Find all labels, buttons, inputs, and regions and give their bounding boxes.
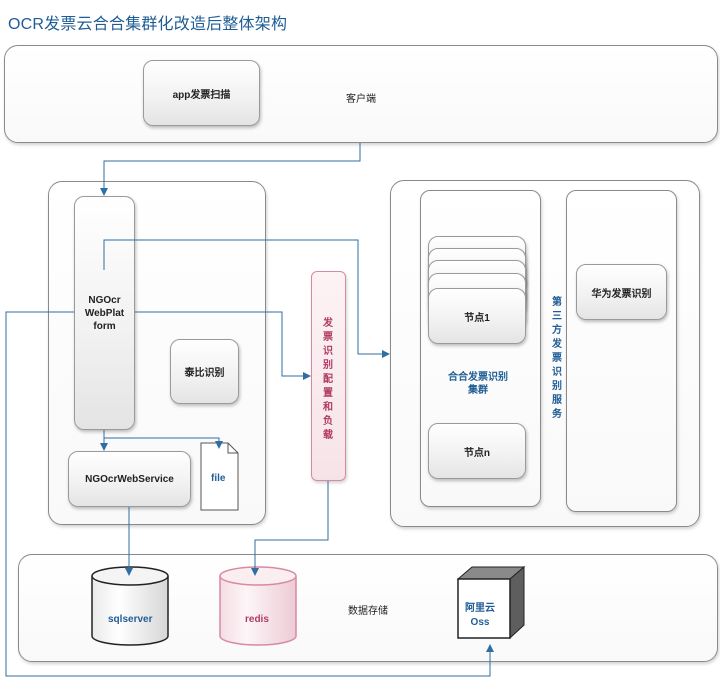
config-label: 发票识别配置和负载 xyxy=(323,318,333,441)
storage-label: 数据存储 xyxy=(348,606,388,617)
redis-label: redis xyxy=(245,614,269,625)
webservice-node: NGOcrWebService xyxy=(68,451,191,507)
webplatform-label: NGOcr WebPlat form xyxy=(84,294,125,332)
taibi-node: 泰比识别 xyxy=(170,339,239,404)
hehe-cluster-label: 合合发票识别集群 xyxy=(448,372,508,396)
diagram-title: OCR发票云合合集群化改造后整体架构 xyxy=(8,16,288,33)
file-label: file xyxy=(211,473,226,484)
hehe-node-1: 节点1 xyxy=(428,288,526,344)
huawei-node: 华为发票识别 xyxy=(576,264,667,320)
oss-label: 阿里云 Oss xyxy=(465,603,495,628)
app-scan-node: app发票扫描 xyxy=(143,60,260,126)
third-party-panel xyxy=(566,190,677,512)
webplatform-node: NGOcr WebPlat form xyxy=(74,196,135,430)
redis-cylinder xyxy=(219,566,297,646)
third-party-label: 第三方发票识别服务 xyxy=(552,297,562,420)
hehe-node-n: 节点n xyxy=(428,423,526,479)
client-panel xyxy=(4,45,718,143)
sqlserver-cylinder xyxy=(91,566,169,646)
sqlserver-label: sqlserver xyxy=(108,614,153,625)
client-label: 客户端 xyxy=(346,94,376,105)
